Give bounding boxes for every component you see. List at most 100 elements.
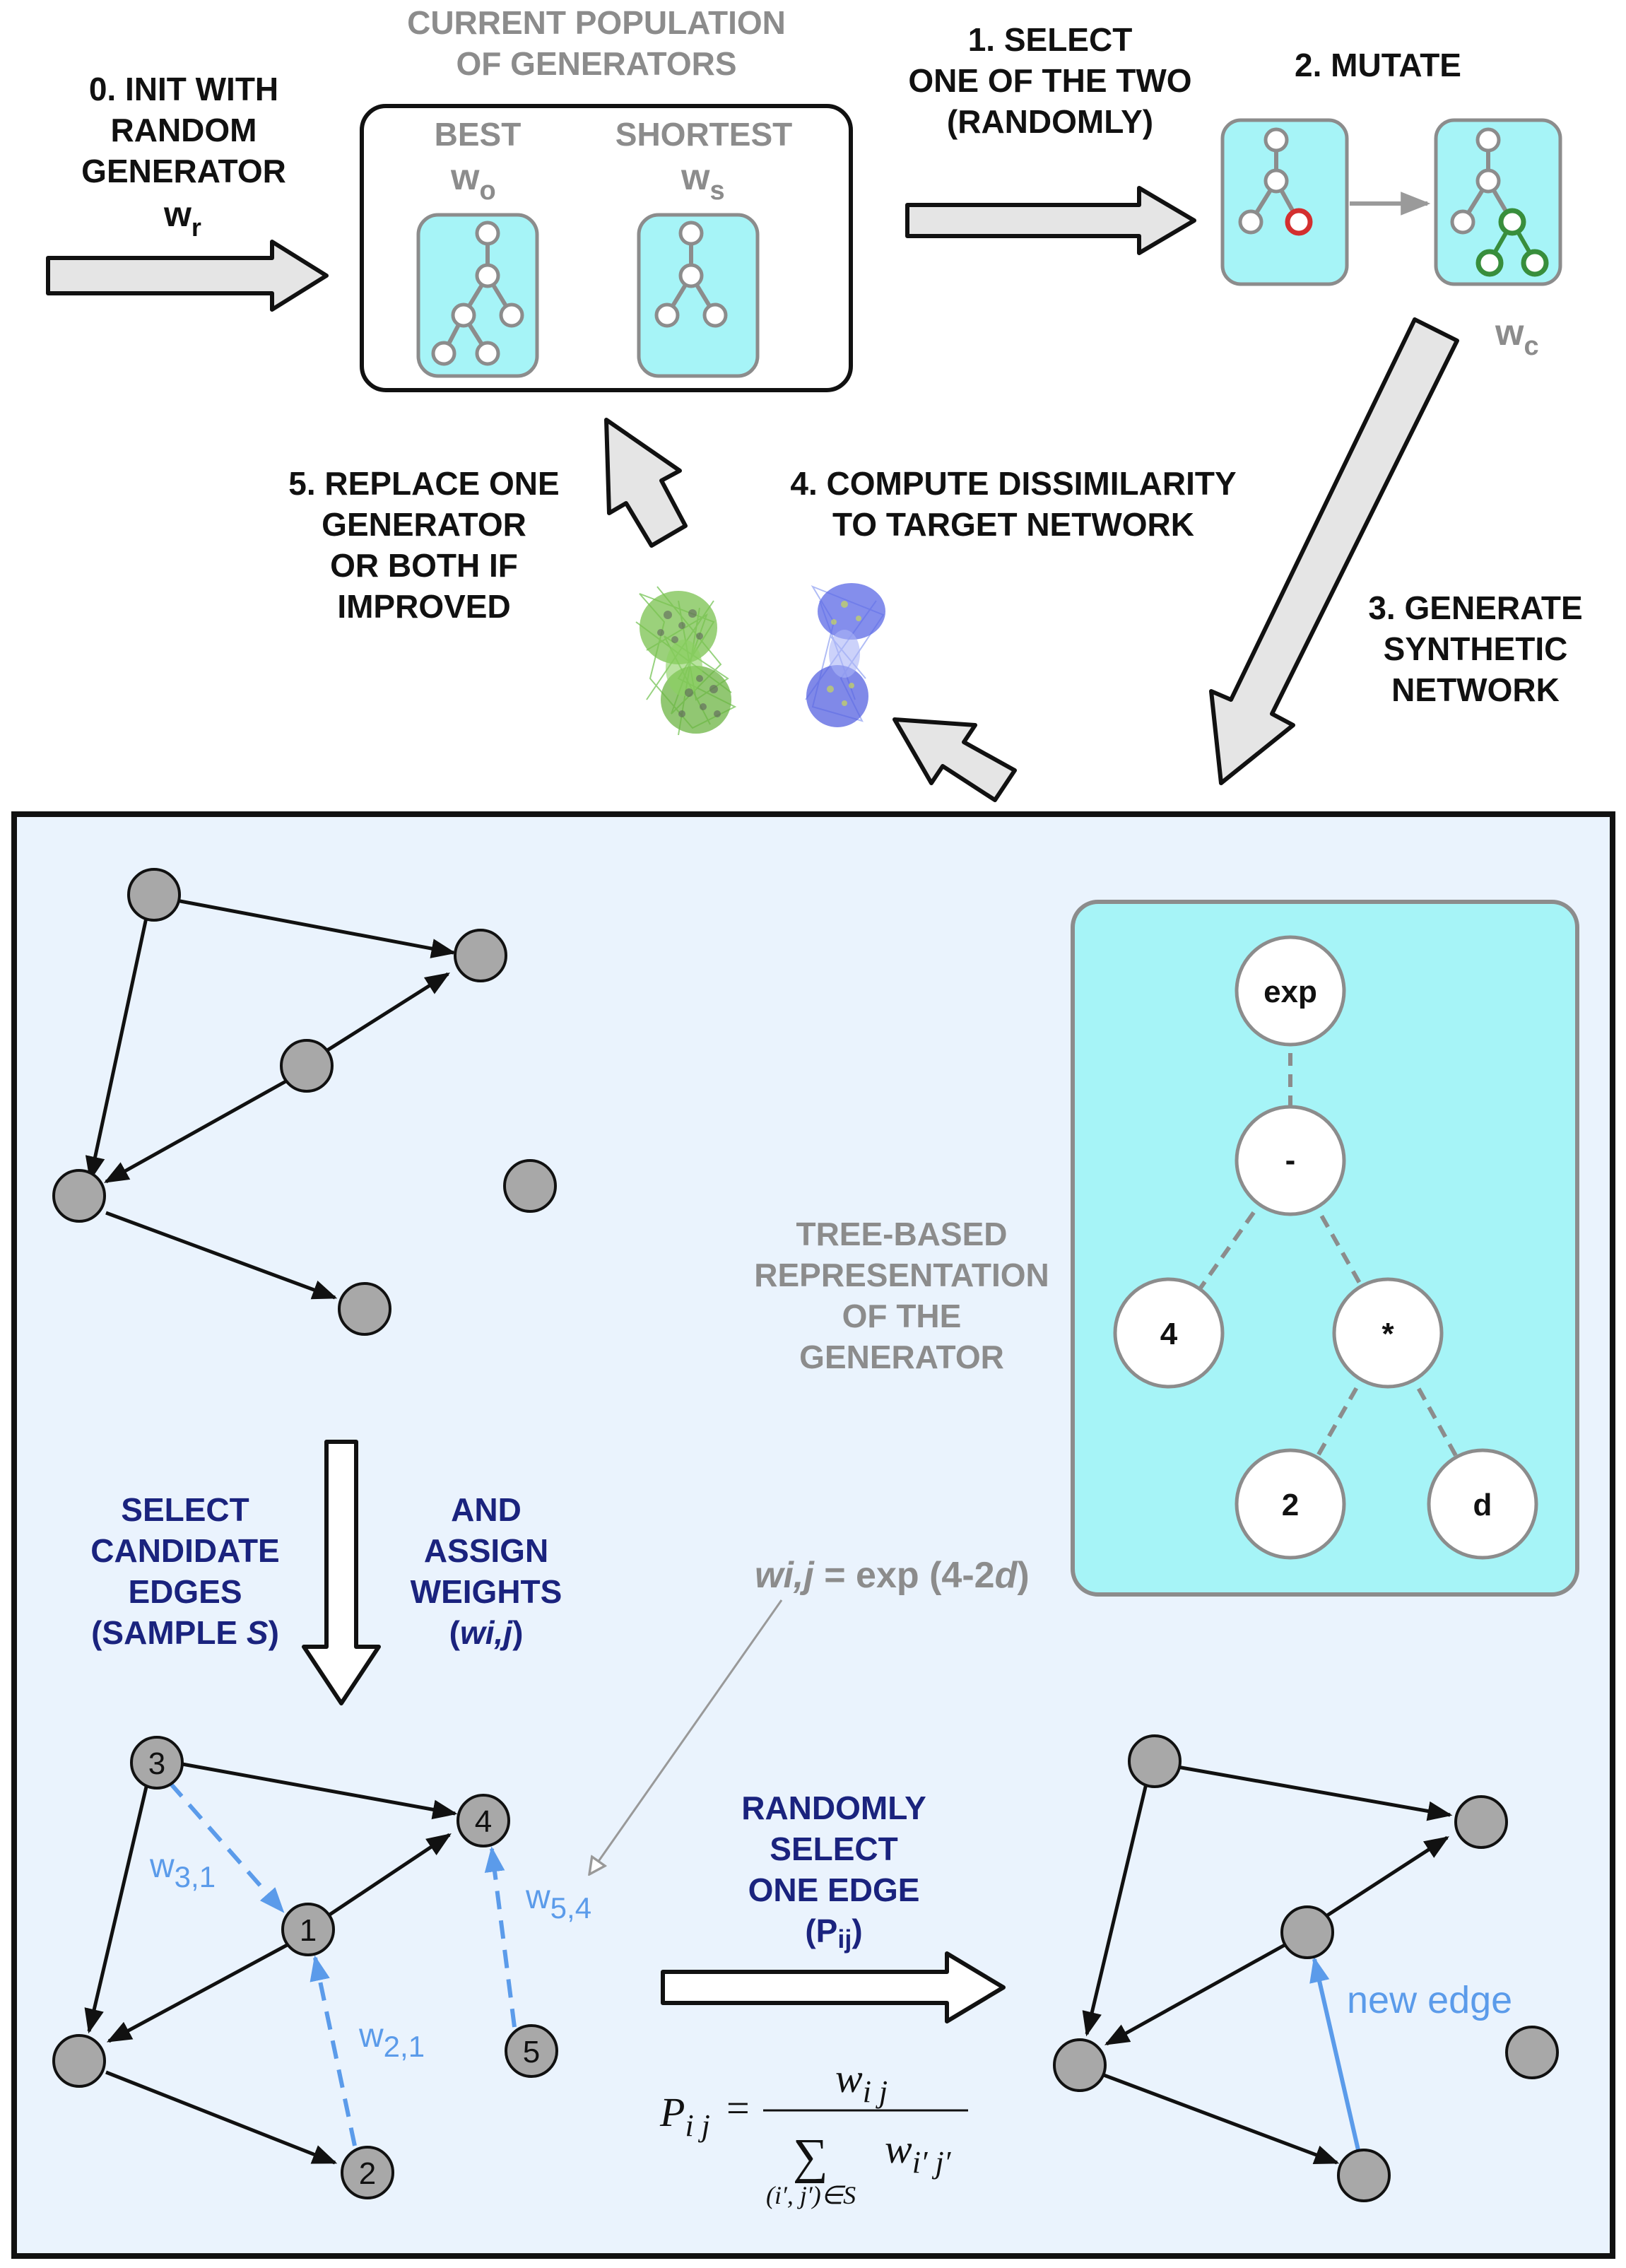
svg-text:-: - <box>1285 1143 1296 1177</box>
random-select-arrow <box>661 1951 1006 2023</box>
svg-text:CANDIDATE: CANDIDATE <box>90 1532 279 1569</box>
select-arrow <box>905 186 1196 255</box>
best-label: BEST <box>435 116 522 153</box>
population-title: CURRENT POPULATION OF GENERATORS <box>407 4 786 82</box>
best-var: wo <box>450 157 496 206</box>
compare-arrow <box>892 717 1017 802</box>
tree-node-exp: exp <box>1235 935 1346 1047</box>
generate-arrow <box>1209 317 1459 785</box>
svg-text:REPRESENTATION: REPRESENTATION <box>754 1257 1049 1293</box>
random-generator-var: wr <box>163 194 201 242</box>
svg-text:=: = <box>726 2085 750 2131</box>
svg-text:SELECT: SELECT <box>121 1491 249 1528</box>
svg-text:GENERATOR: GENERATOR <box>322 506 526 543</box>
random-select-label: RANDOMLY SELECT ONE EDGE (Pij) <box>741 1790 926 1953</box>
svg-text:1. SELECT: 1. SELECT <box>968 21 1133 58</box>
graph-candidates: 3 4 1 5 2 <box>52 1736 558 2199</box>
probability-equation: Pi j = wi j ∑ wi′ j′ (i′, j′)∈S <box>659 2055 968 2209</box>
svg-text:ONE EDGE: ONE EDGE <box>748 1872 920 1908</box>
step5-label: 5. REPLACE ONE GENERATOR OR BOTH IF IMPR… <box>288 465 559 625</box>
svg-text:2: 2 <box>1282 1488 1299 1522</box>
assign-weights-label: AND ASSIGN WEIGHTS (wi,j) <box>411 1491 562 1651</box>
node-label-3: 3 <box>148 1746 165 1781</box>
svg-text:TREE-BASED: TREE-BASED <box>796 1216 1007 1252</box>
node-label-4: 4 <box>475 1804 492 1839</box>
new-edge <box>1309 1956 1360 2151</box>
svg-text:4. COMPUTE DISSIMILARITY: 4. COMPUTE DISSIMILARITY <box>790 465 1236 502</box>
svg-text:TO TARGET NETWORK: TO TARGET NETWORK <box>832 506 1194 543</box>
select-candidates-arrow <box>302 1440 381 1705</box>
weight-label-5-4: w5,4 <box>525 1879 591 1925</box>
node-label-5: 5 <box>523 2035 540 2069</box>
svg-text:*: * <box>1381 1317 1394 1351</box>
shortest-generator-tree <box>637 213 760 378</box>
tree-node-2: 2 <box>1235 1448 1346 1560</box>
replace-arrow <box>604 418 688 548</box>
svg-text:EDGES: EDGES <box>128 1573 242 1610</box>
target-network-image <box>635 586 737 736</box>
svg-text:SYNTHETIC: SYNTHETIC <box>1384 630 1568 667</box>
step4-label: 4. COMPUTE DISSIMILARITY TO TARGET NETWO… <box>790 465 1236 543</box>
svg-text:ONE OF THE TWO: ONE OF THE TWO <box>908 62 1191 99</box>
tree-node-4: 4 <box>1113 1277 1225 1389</box>
new-edge-label: new edge <box>1347 1979 1512 2021</box>
mutated-var: wc <box>1495 312 1539 361</box>
formula-pointer <box>589 1599 783 1874</box>
svg-text:0. INIT WITH: 0. INIT WITH <box>89 71 278 107</box>
mutation-before-tree <box>1220 118 1349 286</box>
tree-node-d: d <box>1427 1448 1538 1560</box>
svg-text:(RANDOMLY): (RANDOMLY) <box>947 103 1153 140</box>
graph-initial <box>52 868 557 1336</box>
svg-text:5. REPLACE ONE: 5. REPLACE ONE <box>288 465 559 502</box>
svg-text:exp: exp <box>1263 975 1317 1009</box>
svg-text:∑: ∑ <box>793 2129 828 2184</box>
select-candidates-label: SELECT CANDIDATE EDGES (SAMPLE S) <box>90 1491 279 1651</box>
mutation-after-tree <box>1434 118 1562 286</box>
weight-label-3-1: w3,1 <box>149 1847 216 1893</box>
weight-formula: wi,j = exp (4-2d) <box>755 1555 1030 1596</box>
svg-text:WEIGHTS: WEIGHTS <box>411 1573 562 1610</box>
shortest-var: ws <box>681 157 725 206</box>
svg-text:NETWORK: NETWORK <box>1391 671 1560 708</box>
candidate-nodes <box>52 1736 558 2199</box>
step0-label: 0. INIT WITH RANDOM GENERATOR wr <box>81 71 286 242</box>
svg-text:RANDOMLY: RANDOMLY <box>741 1790 926 1826</box>
svg-text:OF THE: OF THE <box>842 1298 962 1334</box>
graph-result <box>1053 1734 1559 2202</box>
svg-text:3. GENERATE: 3. GENERATE <box>1368 589 1582 626</box>
svg-text:GENERATOR: GENERATOR <box>799 1339 1004 1375</box>
svg-text:OR BOTH IF: OR BOTH IF <box>330 547 518 584</box>
svg-text:AND: AND <box>451 1491 522 1528</box>
tree-node-minus: - <box>1235 1105 1346 1216</box>
synthetic-network-image <box>805 583 885 727</box>
tree-box <box>1071 900 1579 1597</box>
svg-text:OF GENERATORS: OF GENERATORS <box>456 45 737 82</box>
svg-text:CURRENT POPULATION: CURRENT POPULATION <box>407 4 786 41</box>
svg-text:4: 4 <box>1160 1317 1178 1351</box>
weight-label-2-1: w2,1 <box>358 2017 425 2063</box>
svg-text:(SAMPLE S): (SAMPLE S) <box>91 1614 279 1651</box>
shortest-label: SHORTEST <box>615 116 792 153</box>
step3-label: 3. GENERATE SYNTHETIC NETWORK <box>1368 589 1582 708</box>
svg-text:Pi j: Pi j <box>659 2089 710 2143</box>
step1-label: 1. SELECT ONE OF THE TWO (RANDOMLY) <box>908 21 1191 140</box>
svg-text:(Pij): (Pij) <box>805 1912 862 1953</box>
svg-text:(i′, j′)∈S: (i′, j′)∈S <box>766 2181 856 2209</box>
svg-text:IMPROVED: IMPROVED <box>337 588 510 625</box>
svg-text:GENERATOR: GENERATOR <box>81 153 286 189</box>
svg-text:wi′ j′: wi′ j′ <box>885 2126 952 2180</box>
svg-text:d: d <box>1473 1488 1492 1522</box>
tree-node-times: * <box>1332 1277 1444 1389</box>
node-label-2: 2 <box>359 2156 376 2191</box>
svg-text:RANDOM: RANDOM <box>111 112 257 148</box>
best-generator-tree <box>416 213 539 378</box>
svg-text:SELECT: SELECT <box>770 1831 897 1867</box>
tree-caption: TREE-BASED REPRESENTATION OF THE GENERAT… <box>754 1216 1049 1375</box>
svg-text:wi j: wi j <box>835 2055 888 2109</box>
node-label-1: 1 <box>300 1913 317 1948</box>
svg-text:(wi,j): (wi,j) <box>449 1614 524 1651</box>
init-arrow <box>46 240 329 312</box>
step2-label: 2. MUTATE <box>1295 47 1461 83</box>
svg-text:ASSIGN: ASSIGN <box>424 1532 548 1569</box>
